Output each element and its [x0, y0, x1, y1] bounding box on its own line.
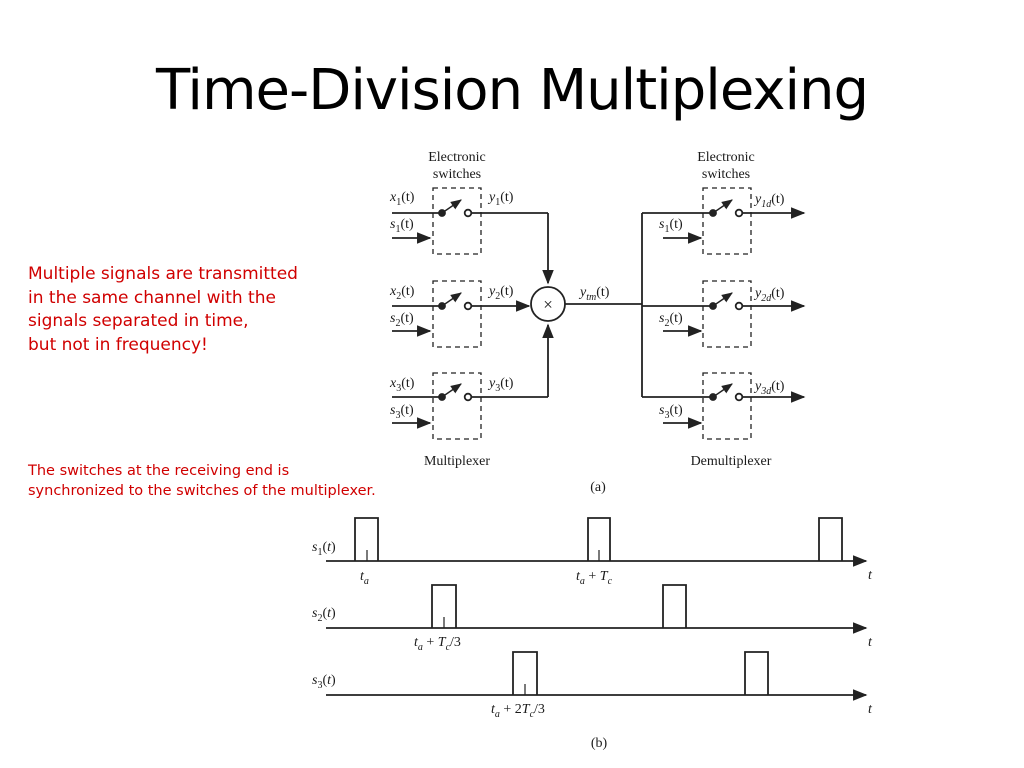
mux-switch-box-1: [432, 187, 482, 255]
x2-label: x2(t): [389, 284, 415, 302]
demux-s2-label: s2(t): [659, 311, 683, 329]
s3-pulse: [744, 651, 769, 695]
demultiplexer-label: Demultiplexer: [691, 454, 772, 469]
s1-axis-t-label: t: [868, 568, 873, 583]
demux-switch-box-1: [702, 187, 752, 255]
multiply-symbol: ×: [543, 295, 553, 314]
figure-b-caption: (b): [591, 736, 608, 751]
figure-a: Electronic switches Electronic switches: [389, 150, 806, 495]
demux-header-line2: switches: [702, 167, 750, 182]
note-line: but not in frequency!: [28, 334, 208, 355]
y1-label: y1(t): [487, 190, 514, 208]
demux-header-line1: Electronic: [697, 150, 755, 165]
s1-pulse: [818, 517, 843, 561]
mux-switch-box-2: [432, 280, 482, 348]
demux-switch-box-3: [702, 372, 752, 440]
note-line: Multiple signals are transmitted: [28, 264, 298, 284]
ta-label: ta: [360, 569, 369, 587]
ta-plus-tc-third-label: ta + Tc/3: [414, 635, 461, 653]
note-line: in the same channel with the: [28, 287, 276, 308]
note-line: signals separated in time,: [28, 311, 249, 331]
transmission-note: Multiple signals are transmitted in the …: [28, 263, 298, 357]
note-line: synchronized to the switches of the mult…: [28, 483, 376, 499]
figure-a-caption: (a): [590, 480, 606, 495]
s1-pulse: [354, 517, 379, 561]
page-title: Time-Division Multiplexing: [155, 58, 869, 123]
s1-pulse: [587, 517, 611, 561]
s2-row-label: s2(t): [312, 606, 336, 624]
demux-switch-box-2: [702, 280, 752, 348]
y3-label: y3(t): [487, 376, 514, 394]
mux-channel-3: [392, 323, 554, 429]
demux-channel-3: [642, 383, 806, 429]
y3d-label: y3d(t): [753, 379, 785, 397]
s2-label: s2(t): [390, 311, 414, 329]
demux-s3-label: s3(t): [659, 403, 683, 421]
multiplexer-label: Multiplexer: [424, 454, 490, 469]
ytm-label: ytm(t): [578, 285, 610, 303]
s2-pulse: [662, 584, 687, 628]
s2-axis-t-label: t: [868, 635, 873, 650]
mux-channel-1: [392, 199, 554, 285]
s1-label: s1(t): [390, 217, 414, 235]
y2-label: y2(t): [487, 284, 514, 302]
demux-channel-1: [642, 199, 806, 244]
mux-header-line2: switches: [433, 167, 481, 182]
s3-pulse: [512, 651, 538, 695]
s1-row-label: s1(t): [312, 540, 336, 558]
ta-plus-tc-label: ta + Tc: [576, 569, 613, 587]
demux-channel-2: [642, 292, 806, 337]
y2d-label: y2d(t): [753, 286, 785, 304]
s3-label: s3(t): [390, 403, 414, 421]
figure-b: s1(t) s2(t) s3(t) t t t ta ta + Tc ta + …: [312, 517, 873, 751]
ta-plus-two-tc-third-label: ta + 2Tc/3: [491, 702, 545, 720]
x3-label: x3(t): [389, 376, 415, 394]
note-line: The switches at the receiving end is: [28, 463, 290, 479]
y1d-label: y1d(t): [753, 192, 785, 210]
mux-switch-box-3: [432, 372, 482, 440]
s3-row-label: s3(t): [312, 673, 336, 691]
mux-channel-2: [392, 292, 531, 337]
demux-s1-label: s1(t): [659, 217, 683, 235]
s2-pulse: [431, 584, 457, 628]
s3-axis-t-label: t: [868, 702, 873, 717]
synchronization-note: The switches at the receiving end is syn…: [28, 461, 376, 501]
mux-header-line1: Electronic: [428, 150, 486, 165]
x1-label: x1(t): [389, 190, 415, 208]
